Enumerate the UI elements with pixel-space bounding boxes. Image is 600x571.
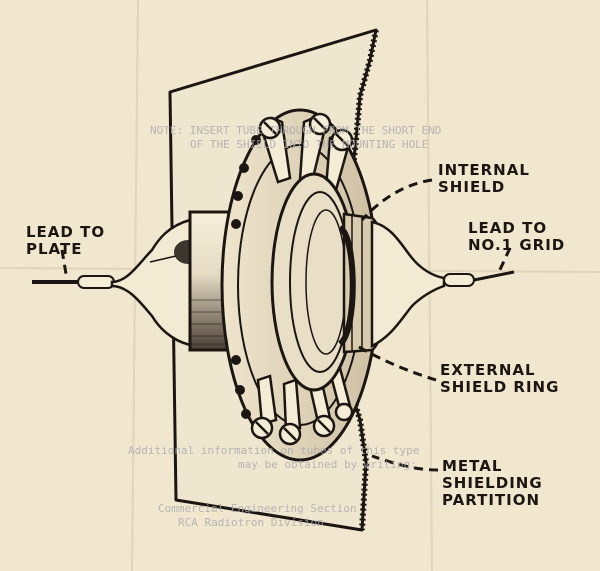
label-external-shield-ring-line-2: SHIELD RING bbox=[440, 378, 560, 396]
bleed-through-header: NOTE: INSERT TUBE THROUGH FROM THE SHORT… bbox=[150, 124, 441, 152]
callout-leaders bbox=[60, 178, 512, 472]
external-shield-ring bbox=[337, 225, 356, 347]
bleed-through-footer: Additional information on tubes of this … bbox=[128, 444, 419, 530]
label-internal-shield-line-1: INTERNAL bbox=[438, 161, 530, 179]
bleed-header-line-1: NOTE: INSERT TUBE THROUGH FROM THE SHORT… bbox=[150, 124, 442, 137]
bleed-header-line-2: OF THE SHIELD INTO THE MOUNTING HOLE bbox=[190, 138, 429, 151]
label-internal-shield-line-2: SHIELD bbox=[438, 178, 506, 196]
leader-internal-shield bbox=[360, 178, 433, 222]
bottom-mounting-clamps bbox=[250, 366, 354, 446]
partition-edge-hatch bbox=[343, 29, 379, 531]
grid-lead-wire bbox=[443, 270, 515, 287]
bleed-footer-line-3: Commercial Engineering Section bbox=[158, 502, 357, 515]
label-partition-line-3: PARTITION bbox=[442, 491, 541, 509]
top-mounting-clamps bbox=[258, 112, 354, 192]
label-lead-to-grid: LEAD TO NO.1 GRID bbox=[468, 220, 565, 254]
leader-metal-partition bbox=[371, 454, 439, 472]
leader-lead-to-grid bbox=[496, 247, 512, 275]
label-metal-shielding-partition: METAL SHIELDING PARTITION bbox=[442, 458, 543, 509]
leader-lead-to-plate bbox=[60, 249, 68, 275]
label-lead-to-grid-line-2: NO.1 GRID bbox=[468, 236, 566, 254]
label-external-shield-ring-line-1: EXTERNAL bbox=[440, 361, 536, 379]
grid-glass-tip bbox=[370, 220, 446, 349]
label-external-shield-ring: EXTERNAL SHIELD RING bbox=[440, 362, 559, 396]
label-lead-to-plate-line-1: LEAD TO bbox=[26, 223, 106, 241]
label-lead-to-plate: LEAD TO PLATE bbox=[26, 224, 105, 258]
label-lead-to-plate-line-2: PLATE bbox=[26, 240, 83, 258]
flange-mounting-holes bbox=[231, 135, 261, 419]
bleed-footer-line-1: Additional information on tubes of this … bbox=[128, 444, 420, 457]
plate-glass-tip bbox=[110, 218, 192, 347]
label-partition-line-2: SHIELDING bbox=[442, 474, 543, 492]
leader-external-shield-ring bbox=[353, 342, 437, 382]
plate-lead-wire bbox=[32, 275, 115, 289]
bleed-footer-line-4: RCA Radiotron Division bbox=[178, 516, 324, 529]
label-lead-to-grid-line-1: LEAD TO bbox=[468, 219, 548, 237]
label-internal-shield: INTERNAL SHIELD bbox=[438, 162, 530, 196]
bleed-footer-line-2: may be obtained by writing: bbox=[238, 458, 417, 471]
label-partition-line-1: METAL bbox=[442, 457, 503, 475]
